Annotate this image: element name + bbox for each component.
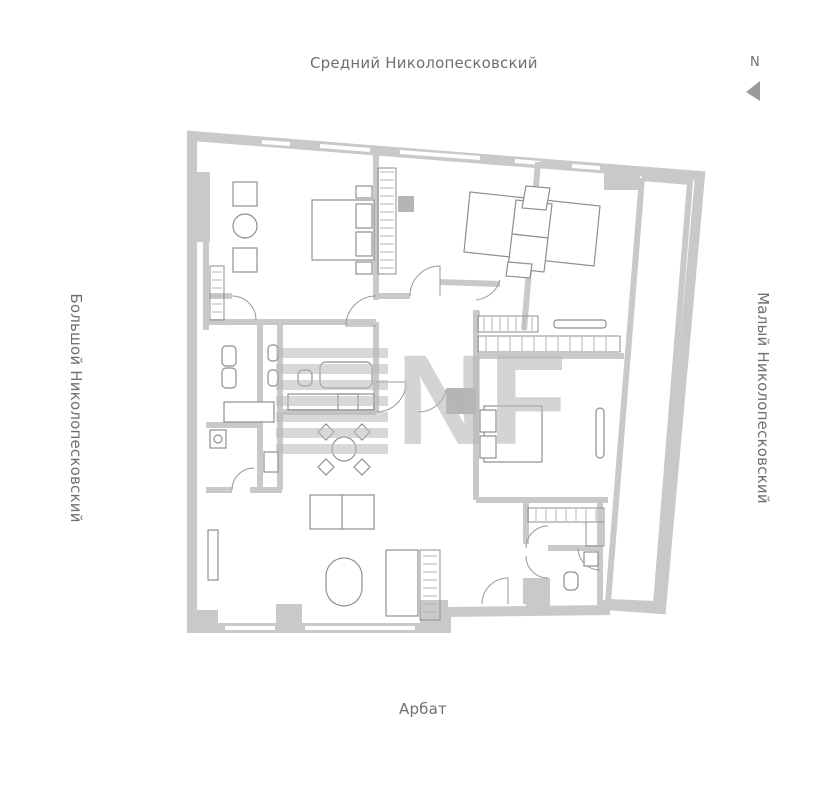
wardrobes [209,167,621,621]
wall-columns [188,172,640,630]
shaft [446,388,476,414]
windows [225,140,601,630]
balcony [605,175,694,608]
compass-arrow-icon [746,81,760,101]
furniture [207,181,607,617]
street-label-bottom: Арбат [399,700,447,718]
small-square [398,196,414,212]
wardrobe-hatch [212,171,607,613]
street-label-top: Средний Николопесковский [310,54,538,72]
compass-north-label: N [750,55,760,70]
